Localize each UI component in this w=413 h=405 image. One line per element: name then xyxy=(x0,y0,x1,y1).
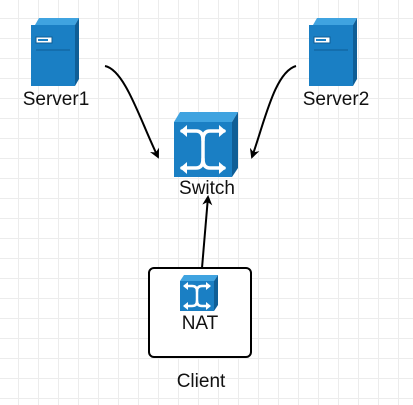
client-group-box[interactable] xyxy=(148,267,252,358)
edge-server2-switch xyxy=(249,65,297,159)
switch-label: Switch xyxy=(179,178,235,199)
edge-server1-switch xyxy=(104,65,159,159)
client-label: Client xyxy=(176,371,226,392)
nat-switch-icon[interactable] xyxy=(180,275,218,311)
edge-nat-switch xyxy=(201,195,213,269)
server2-server-icon[interactable] xyxy=(309,18,357,86)
server1-label: Server1 xyxy=(22,89,90,110)
nat-label: NAT xyxy=(181,313,219,334)
switch-icon[interactable] xyxy=(174,112,238,177)
server2-label: Server2 xyxy=(302,89,370,110)
server1-server-icon[interactable] xyxy=(31,18,79,86)
